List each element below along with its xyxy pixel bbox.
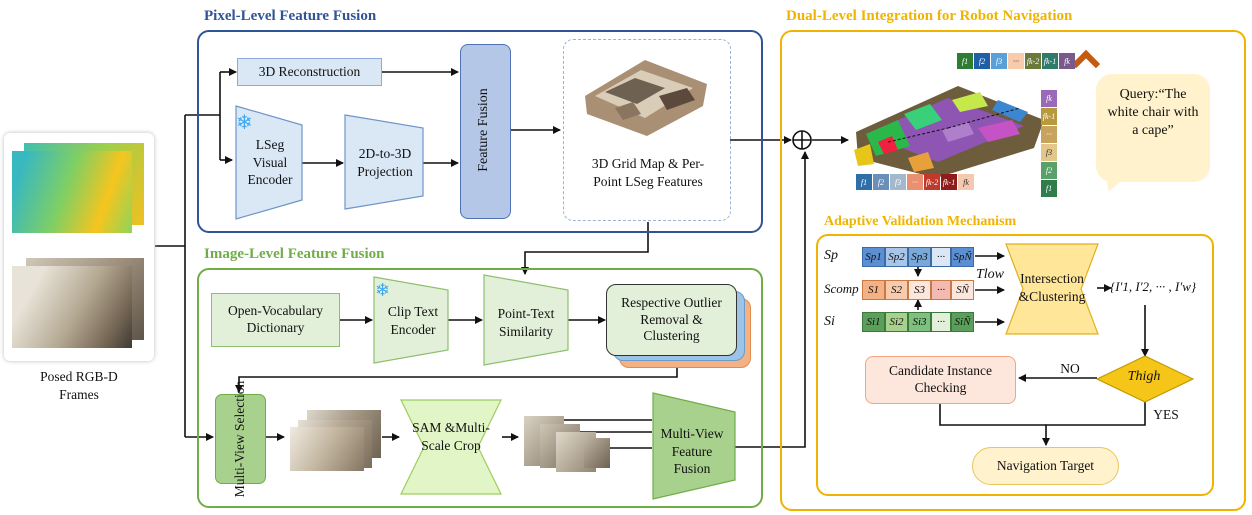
pixel-panel [197, 30, 763, 233]
snowflake-icon: ❄ [236, 112, 253, 134]
bottom-chip: f1 [856, 174, 872, 190]
t-high-diamond [1096, 355, 1194, 403]
t-low-label: Tlow [975, 267, 1004, 282]
scomp-cell: S1 [862, 280, 885, 300]
feature-fusion-label: Feature Fusion [476, 88, 491, 172]
si-cell: ··· [931, 312, 951, 332]
sp-cell: Sp3 [908, 247, 931, 267]
query-bubble [1096, 74, 1210, 182]
top-chip: fk [1059, 53, 1075, 69]
lseg-label: LSeg Visual Encoder [247, 137, 293, 188]
top-chip: f1 [957, 53, 973, 69]
view-photo-front [290, 427, 364, 471]
mv-fusion-shape [652, 392, 736, 500]
grid-map-caption: 3D Grid Map & Per-Point LSeg Features [591, 156, 705, 189]
clip-snowflake-icon: ❄ [375, 280, 391, 300]
projection-label: 2D-to-3D Projection [357, 146, 413, 179]
intersection-label: Intersection &Clustering [1018, 271, 1086, 304]
top-chip: f2 [974, 53, 990, 69]
similarity-shape [483, 274, 569, 366]
side-chip: f3 [1041, 144, 1057, 161]
bottom-chip: fk-1 [941, 174, 957, 190]
scomp-cell: SÑ [951, 280, 974, 300]
sam-bowtie [400, 399, 502, 495]
intersection-bowtie [1005, 243, 1099, 335]
clip-label: Clip Text Encoder [387, 304, 439, 337]
row-label-scomp: Scomp [824, 281, 859, 296]
feature-fusion-box [460, 44, 511, 219]
bottom-chip: f2 [873, 174, 889, 190]
side-chip: f2 [1041, 162, 1057, 179]
clip-trapezoid [373, 276, 449, 364]
grid-map-frame [563, 39, 731, 221]
bottom-chip: fk [958, 174, 974, 190]
multiview-selection-label: Multi-View Selection [232, 380, 247, 498]
t-high-label: Thigh [1127, 369, 1161, 384]
query-text: Query:“The white chair with a cape” [1107, 87, 1199, 139]
image-panel [197, 268, 763, 508]
scomp-cell: S3 [908, 280, 931, 300]
no-label: NO [1060, 361, 1080, 376]
row-label-si: Si [824, 314, 835, 329]
sam-label: SAM &Multi-Scale Crop [412, 420, 490, 453]
row-label-sp: Sp [824, 248, 838, 263]
candidate-box: Candidate Instance Checking [865, 356, 1016, 404]
vocab-box: Open-Vocabulary Dictionary [211, 293, 340, 347]
adaptive-title: Adaptive Validation Mechanism [824, 214, 1017, 229]
projection-trapezoid [344, 114, 424, 210]
mv-fusion-label: Multi-View Feature Fusion [660, 426, 724, 477]
pixel-panel-title: Pixel-Level Feature Fusion [204, 8, 377, 24]
top-chip: fk-1 [1042, 53, 1058, 69]
instance-set: {I′1, I′2, ··· , I′w} [1110, 279, 1197, 294]
top-chip: f3 [991, 53, 1007, 69]
outlier-box: Respective Outlier Removal & Clustering [606, 284, 737, 356]
image-panel-title: Image-Level Feature Fusion [204, 246, 385, 262]
bottom-chip: fk-2 [924, 174, 940, 190]
side-chip: fk [1041, 90, 1057, 107]
sp-cell: Sp1 [862, 247, 885, 267]
side-chip: f1 [1041, 180, 1057, 197]
lseg-trapezoid [235, 105, 303, 220]
frames-caption: Posed RGB-D Frames [40, 369, 118, 402]
side-chip: ··· [1041, 126, 1057, 143]
sp-cell: Sp2 [885, 247, 908, 267]
top-chip: fk-2 [1025, 53, 1041, 69]
side-chip: fk-1 [1041, 108, 1057, 125]
sp-cell: ··· [931, 247, 951, 267]
yes-label: YES [1153, 407, 1179, 422]
recon-box: 3D Reconstruction [237, 58, 382, 86]
top-chip: ··· [1008, 53, 1024, 69]
multiview-selection-box [215, 394, 266, 484]
scomp-cell: S2 [885, 280, 908, 300]
rgb-frame-front [12, 266, 132, 348]
navigation-target-box: Navigation Target [972, 447, 1119, 485]
dual-panel [780, 30, 1246, 511]
similarity-label: Point-Text Similarity [497, 306, 555, 339]
adaptive-panel [816, 234, 1214, 496]
dual-panel-title: Dual-Level Integration for Robot Navigat… [786, 8, 1073, 24]
si-cell: Si3 [908, 312, 931, 332]
crop-photo-4 [584, 438, 610, 468]
si-cell: Si1 [862, 312, 885, 332]
scomp-cell: ··· [931, 280, 951, 300]
si-cell: SiÑ [951, 312, 974, 332]
depth-frame-front [12, 151, 132, 233]
bottom-chip: f3 [890, 174, 906, 190]
sp-cell: SpÑ [951, 247, 974, 267]
bottom-chip: ··· [907, 174, 923, 190]
si-cell: Si2 [885, 312, 908, 332]
semantic-map-render [854, 86, 1044, 178]
grid-map-render [585, 60, 707, 136]
